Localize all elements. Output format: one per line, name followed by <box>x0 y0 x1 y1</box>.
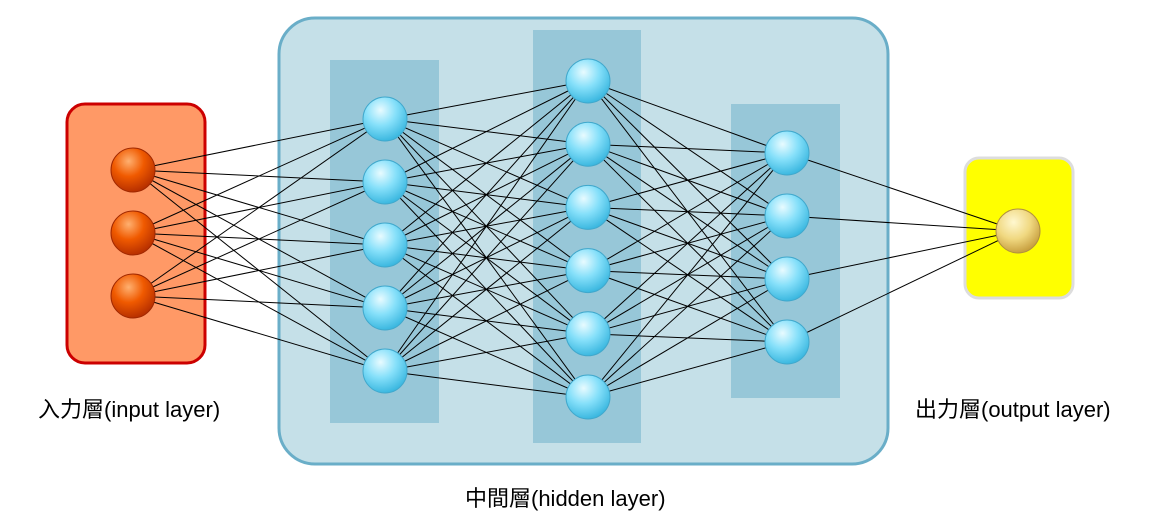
connection-hidden-1-5-to-hidden-2-3 <box>384 207 589 372</box>
hidden-2-node-6 <box>565 374 611 420</box>
connection-hidden-1-5-to-hidden-2-4 <box>384 270 589 372</box>
hidden-layer-label: 中間層(hidden layer) <box>465 486 666 511</box>
hidden-1-node-4 <box>362 285 408 331</box>
connection-hidden-1-3-to-hidden-2-1 <box>384 80 589 246</box>
input-node-1 <box>110 147 156 193</box>
connection-hidden-2-5-to-hidden-3-1 <box>587 152 788 335</box>
connection-hidden-2-4-to-hidden-3-1 <box>587 152 788 272</box>
connection-input-3-to-hidden-1-2 <box>132 181 386 297</box>
connection-hidden-1-5-to-hidden-2-6 <box>384 370 589 398</box>
hidden-1-node-1 <box>362 96 408 142</box>
connection-hidden-2-6-to-hidden-3-2 <box>587 215 788 398</box>
connection-input-1-to-hidden-1-1 <box>132 118 386 171</box>
connection-input-3-to-hidden-1-5 <box>132 295 386 372</box>
hidden-3-node-4 <box>764 319 810 365</box>
connection-hidden-1-5-to-hidden-2-2 <box>384 143 589 372</box>
hidden-1-node-2 <box>362 159 408 205</box>
hidden-1-node-5 <box>362 348 408 394</box>
connection-hidden-2-1-to-hidden-3-1 <box>587 80 788 154</box>
connection-hidden-3-2-to-output-1 <box>786 215 1019 232</box>
input-node-3 <box>110 273 156 319</box>
output-layer-label: 出力層(output layer) <box>915 397 1111 422</box>
hidden-2-node-1 <box>565 58 611 104</box>
output-node-1 <box>995 208 1041 254</box>
connection-hidden-3-4-to-output-1 <box>786 230 1019 343</box>
connection-hidden-1-1-to-hidden-2-1 <box>384 80 589 120</box>
connection-hidden-2-6-to-hidden-3-3 <box>587 278 788 398</box>
input-node-2 <box>110 210 156 256</box>
hidden-3-node-1 <box>764 130 810 176</box>
connection-hidden-2-3-to-hidden-3-1 <box>587 152 788 208</box>
connection-input-3-to-hidden-1-1 <box>132 118 386 297</box>
connection-hidden-1-5-to-hidden-2-1 <box>384 80 589 372</box>
connection-input-2-to-hidden-1-1 <box>132 118 386 234</box>
connection-hidden-3-1-to-output-1 <box>786 152 1019 232</box>
hidden-3-node-2 <box>764 193 810 239</box>
connection-hidden-2-6-to-hidden-3-4 <box>587 341 788 398</box>
hidden-2-node-2 <box>565 121 611 167</box>
connection-hidden-2-6-to-hidden-3-1 <box>587 152 788 398</box>
hidden-2-node-3 <box>565 184 611 230</box>
hidden-2-node-5 <box>565 311 611 357</box>
connection-input-3-to-hidden-1-3 <box>132 244 386 297</box>
hidden-3-node-3 <box>764 256 810 302</box>
connection-hidden-1-4-to-hidden-2-1 <box>384 80 589 309</box>
connection-hidden-1-5-to-hidden-2-5 <box>384 333 589 372</box>
hidden-2-node-4 <box>565 248 611 294</box>
connection-hidden-2-2-to-hidden-3-1 <box>587 143 788 154</box>
connection-input-3-to-hidden-1-4 <box>132 295 386 309</box>
connection-hidden-1-2-to-hidden-2-1 <box>384 80 589 183</box>
hidden-1-node-3 <box>362 222 408 268</box>
input-layer-label: 入力層(input layer) <box>38 397 221 422</box>
connection-hidden-3-3-to-output-1 <box>786 230 1019 280</box>
